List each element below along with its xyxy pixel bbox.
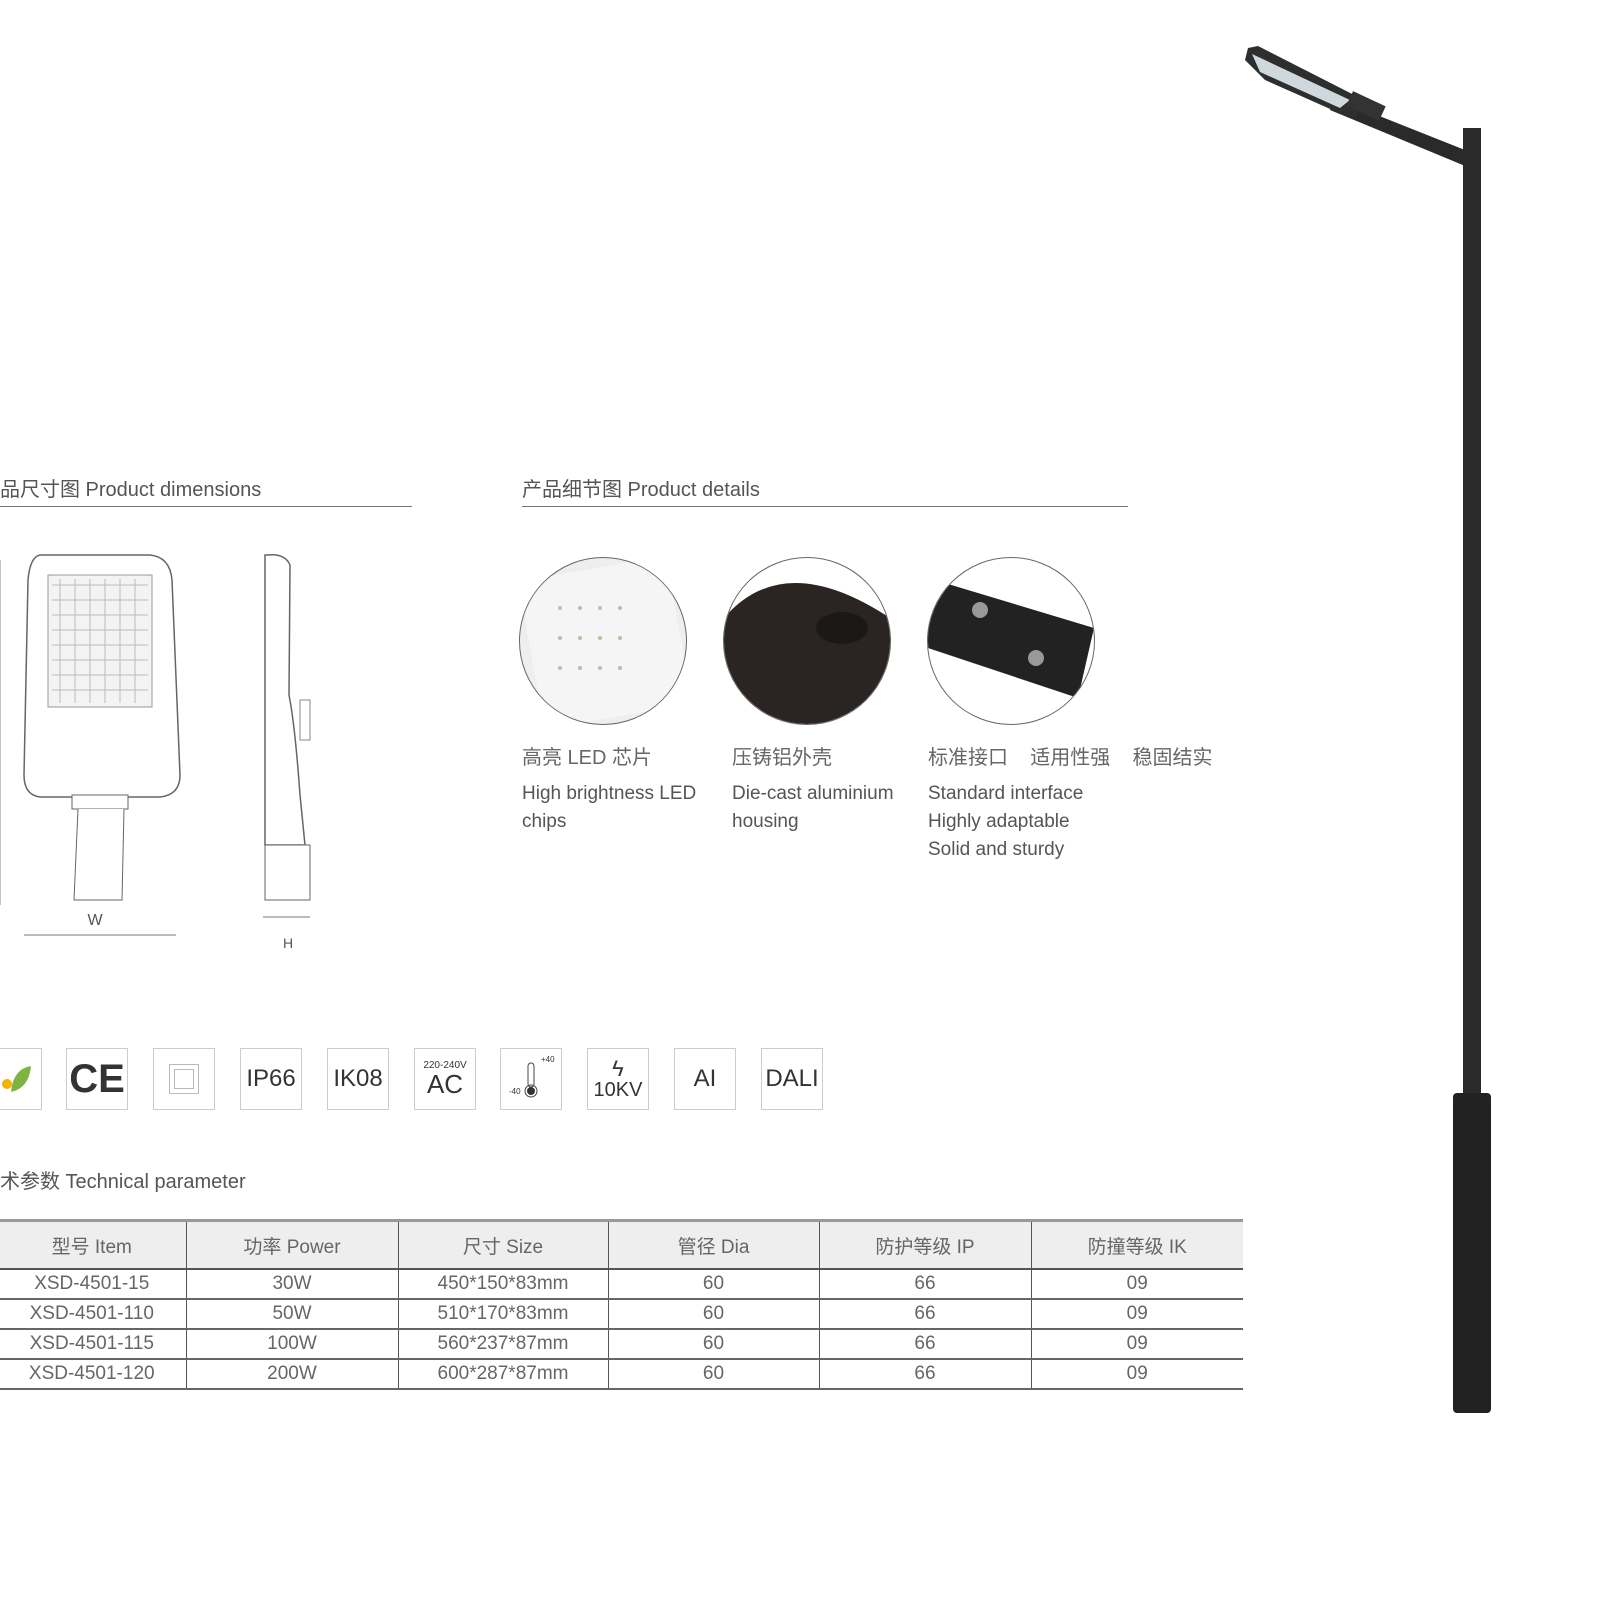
- surge-protection-badge: ϟ 10KV: [587, 1048, 649, 1110]
- detail-caption-led: 高亮 LED 芯片 High brightness LED chips: [522, 741, 696, 836]
- temp-high: +40: [541, 1055, 555, 1064]
- ac-label: AC: [426, 1069, 464, 1099]
- table-cell: 66: [818, 1359, 1031, 1390]
- product-dimensions-title: 品尺寸图 Product dimensions: [0, 479, 262, 501]
- table-cell: XSD-4501-115: [0, 1329, 186, 1360]
- voltage-range: 220-240V: [423, 1060, 467, 1071]
- width-label: W: [87, 912, 103, 929]
- divider: [0, 506, 412, 507]
- height-label: H: [283, 935, 293, 951]
- front-view-drawing: W: [0, 554, 181, 936]
- caption-en: Highly adaptable: [928, 811, 1070, 832]
- surge-label: 10KV: [593, 1079, 643, 1101]
- table-cell: 600*287*87mm: [397, 1359, 608, 1390]
- table-cell: 09: [1030, 1269, 1243, 1300]
- eco-leaf-badge: [0, 1048, 42, 1110]
- ce-badge: CE: [66, 1048, 128, 1110]
- thermometer-icon: [524, 1062, 538, 1098]
- interface-image: [927, 557, 1095, 725]
- table-cell: 30W: [185, 1269, 398, 1300]
- table-cell: 200W: [185, 1359, 398, 1390]
- header-ip: 防护等级 IP: [818, 1219, 1031, 1270]
- table-cell: 60: [607, 1299, 819, 1330]
- ai-badge: AI: [674, 1048, 736, 1110]
- ip66-badge: IP66: [240, 1048, 302, 1110]
- ac-voltage-badge: 220-240V AC: [414, 1048, 476, 1110]
- street-light-pole-image: [1245, 46, 1491, 1413]
- product-details-title: 产品细节图 Product details: [522, 479, 760, 501]
- detail-caption-interface: 标准接口 适用性强 稳固结实 Standard interface Highly…: [928, 741, 1212, 864]
- led-chips-image: [519, 557, 687, 725]
- table-cell: 450*150*83mm: [397, 1269, 608, 1300]
- header-ik: 防撞等级 IK: [1030, 1219, 1243, 1270]
- dali-badge: DALI: [761, 1048, 823, 1110]
- table-cell: 60: [607, 1269, 819, 1300]
- table-cell: XSD-4501-110: [0, 1299, 186, 1330]
- temp-low: -40: [509, 1087, 521, 1096]
- detail-caption-housing: 压铸铝外壳 Die-cast aluminium housing: [732, 741, 894, 836]
- lightning-icon: ϟ: [612, 1056, 624, 1081]
- table-cell: 50W: [185, 1299, 398, 1330]
- table-cell: 66: [818, 1299, 1031, 1330]
- class-ii-badge: [153, 1048, 215, 1110]
- caption-cn: 压铸铝外壳: [732, 747, 832, 769]
- caption-en: Standard interface: [928, 783, 1084, 804]
- ik08-badge: IK08: [327, 1048, 389, 1110]
- table-cell: 66: [818, 1269, 1031, 1300]
- table-cell: 510*170*83mm: [397, 1299, 608, 1330]
- temperature-badge: -40 +40: [500, 1048, 562, 1110]
- divider: [522, 506, 1128, 507]
- caption-en: chips: [522, 811, 567, 832]
- header-dia: 管径 Dia: [607, 1219, 819, 1270]
- table-header-row: 型号 Item 功率 Power 尺寸 Size 管径 Dia 防护等级 IP …: [0, 1219, 1243, 1270]
- technical-parameter-title: 术参数 Technical parameter: [0, 1171, 246, 1193]
- table-cell: 09: [1030, 1359, 1243, 1390]
- table-cell: 100W: [185, 1329, 398, 1360]
- header-size: 尺寸 Size: [397, 1219, 608, 1270]
- leaf-icon: [2, 1066, 31, 1092]
- double-square-icon: [169, 1064, 199, 1094]
- table-cell: XSD-4501-120: [0, 1359, 186, 1390]
- caption-en: Solid and sturdy: [928, 839, 1065, 860]
- table-cell: 09: [1030, 1329, 1243, 1360]
- caption-cn: 标准接口 适用性强 稳固结实: [928, 747, 1213, 769]
- table-cell: 60: [607, 1329, 819, 1360]
- table-cell: 60: [607, 1359, 819, 1390]
- header-power: 功率 Power: [185, 1219, 398, 1270]
- side-view-drawing: H: [263, 553, 311, 951]
- caption-en: Die-cast aluminium: [732, 783, 894, 804]
- housing-image: [723, 557, 891, 725]
- caption-cn: 高亮 LED 芯片: [522, 747, 653, 769]
- technical-parameter-table: 型号 Item 功率 Power 尺寸 Size 管径 Dia 防护等级 IP …: [0, 1219, 1243, 1390]
- table-cell: 66: [818, 1329, 1031, 1360]
- table-cell: XSD-4501-15: [0, 1269, 186, 1300]
- caption-en: housing: [732, 811, 799, 832]
- table-cell: 09: [1030, 1299, 1243, 1330]
- header-item: 型号 Item: [0, 1219, 186, 1270]
- caption-en: High brightness LED: [522, 783, 697, 804]
- table-cell: 560*237*87mm: [397, 1329, 608, 1360]
